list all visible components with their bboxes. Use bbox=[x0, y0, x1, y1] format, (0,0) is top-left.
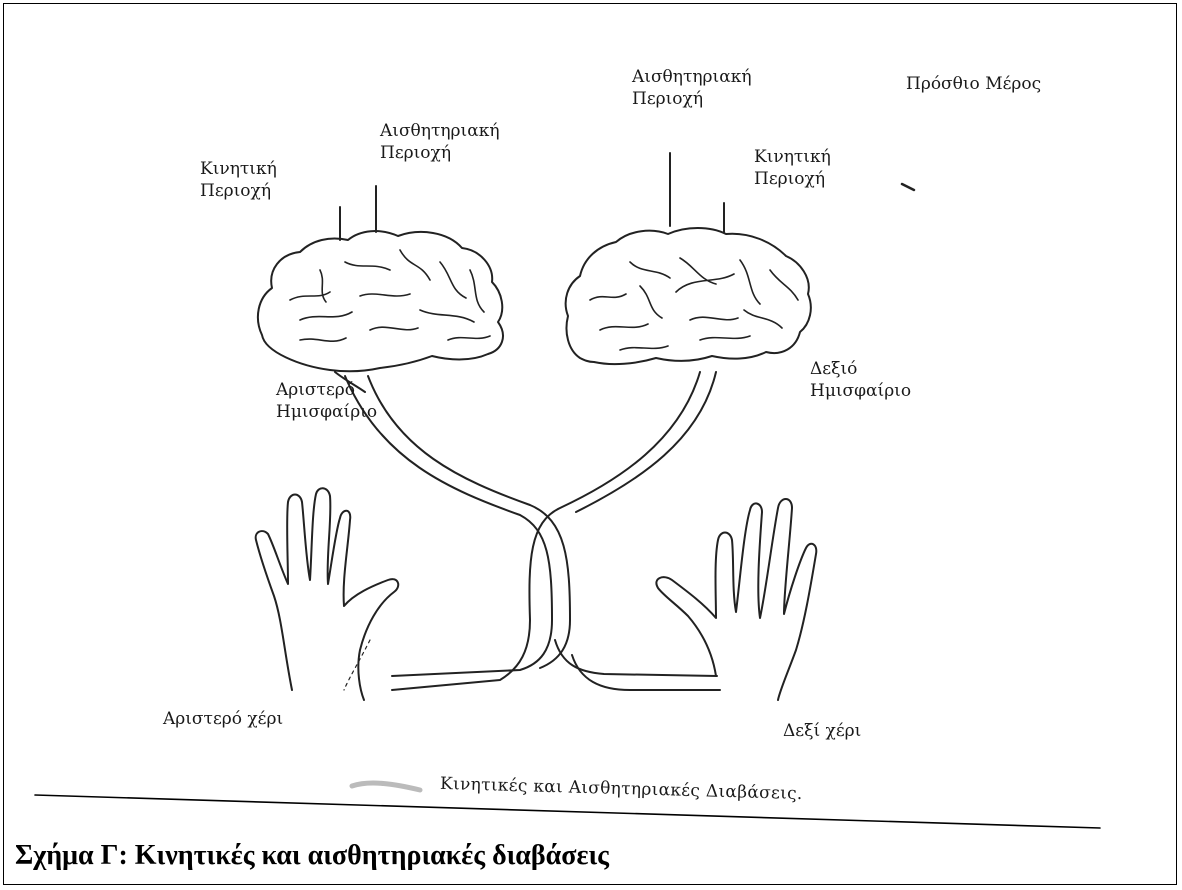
scan-marks bbox=[902, 184, 914, 190]
right-hemisphere-label: Δεξιό Ημισφαίριο bbox=[810, 358, 911, 402]
crossing-nerve-pathways bbox=[345, 372, 720, 690]
left-hand-label: Αριστερό χέρι bbox=[163, 708, 283, 730]
right-hand-label: Δεξί χέρι bbox=[783, 720, 861, 742]
caption-smudge bbox=[352, 783, 420, 790]
sensory-area-left-label: Αισθητηριακή Περιοχή bbox=[380, 120, 500, 164]
area-pointer-lines bbox=[340, 153, 724, 240]
right-brain-drawing bbox=[566, 228, 811, 364]
left-hand-drawing bbox=[256, 488, 399, 700]
right-hand-drawing bbox=[656, 499, 816, 700]
motor-area-right-label: Κινητική Περιοχή bbox=[754, 146, 831, 190]
motor-area-left-label: Κινητική Περιοχή bbox=[200, 158, 277, 202]
left-hemisphere-label: Αριστερό Ημισφαίριο bbox=[276, 379, 377, 423]
front-part-label: Πρόσθιο Μέρος bbox=[906, 73, 1041, 95]
bottom-rule bbox=[35, 795, 1100, 828]
sensory-area-right-label: Αισθητηριακή Περιοχή bbox=[632, 66, 752, 110]
figure-caption: Σχήμα Γ: Κινητικές και αισθητηριακές δια… bbox=[15, 840, 609, 872]
left-brain-drawing bbox=[258, 231, 503, 392]
